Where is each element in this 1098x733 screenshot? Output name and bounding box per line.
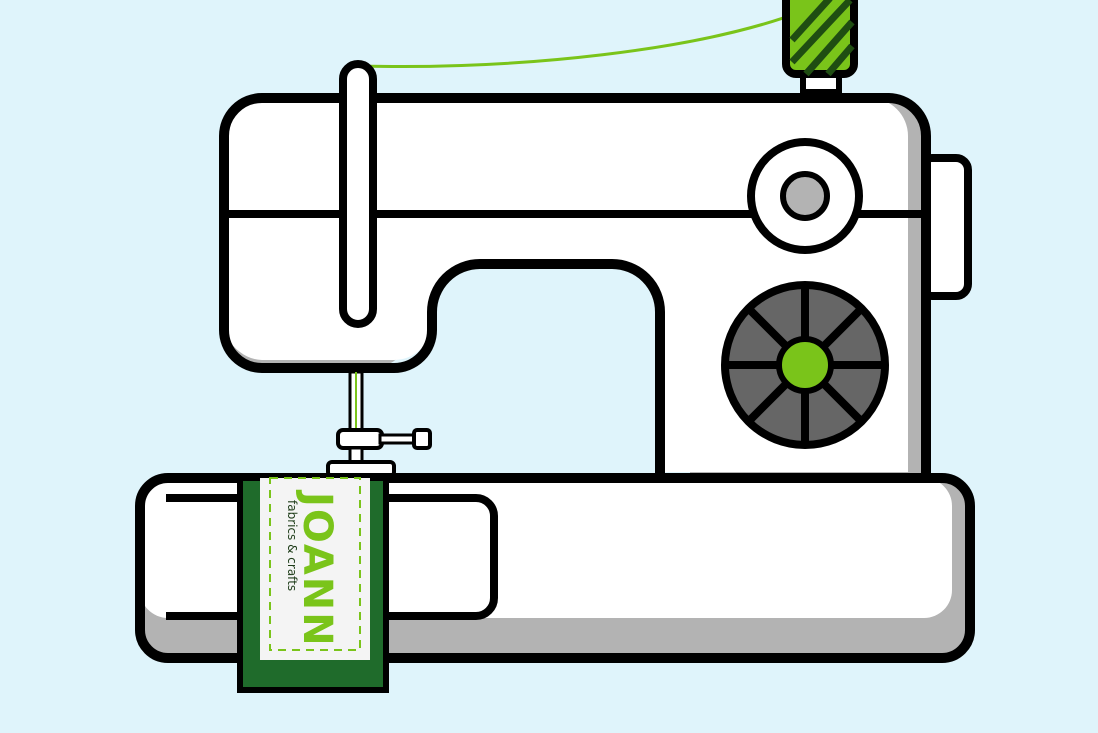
presser-foot-icon <box>326 370 432 478</box>
base-outline <box>135 473 975 663</box>
thread-line <box>359 10 801 69</box>
bobbin-cover <box>166 494 498 620</box>
take-up-lever <box>339 60 377 328</box>
brand-logo-text: JOANN <box>294 489 340 648</box>
brand-tag-icon: JOANN fabrics & crafts <box>237 475 389 693</box>
thread-spool-icon <box>782 0 858 95</box>
brand-tagline: fabrics & crafts <box>285 500 299 591</box>
handwheel-icon <box>747 138 863 254</box>
stitch-dial-icon <box>721 281 889 449</box>
